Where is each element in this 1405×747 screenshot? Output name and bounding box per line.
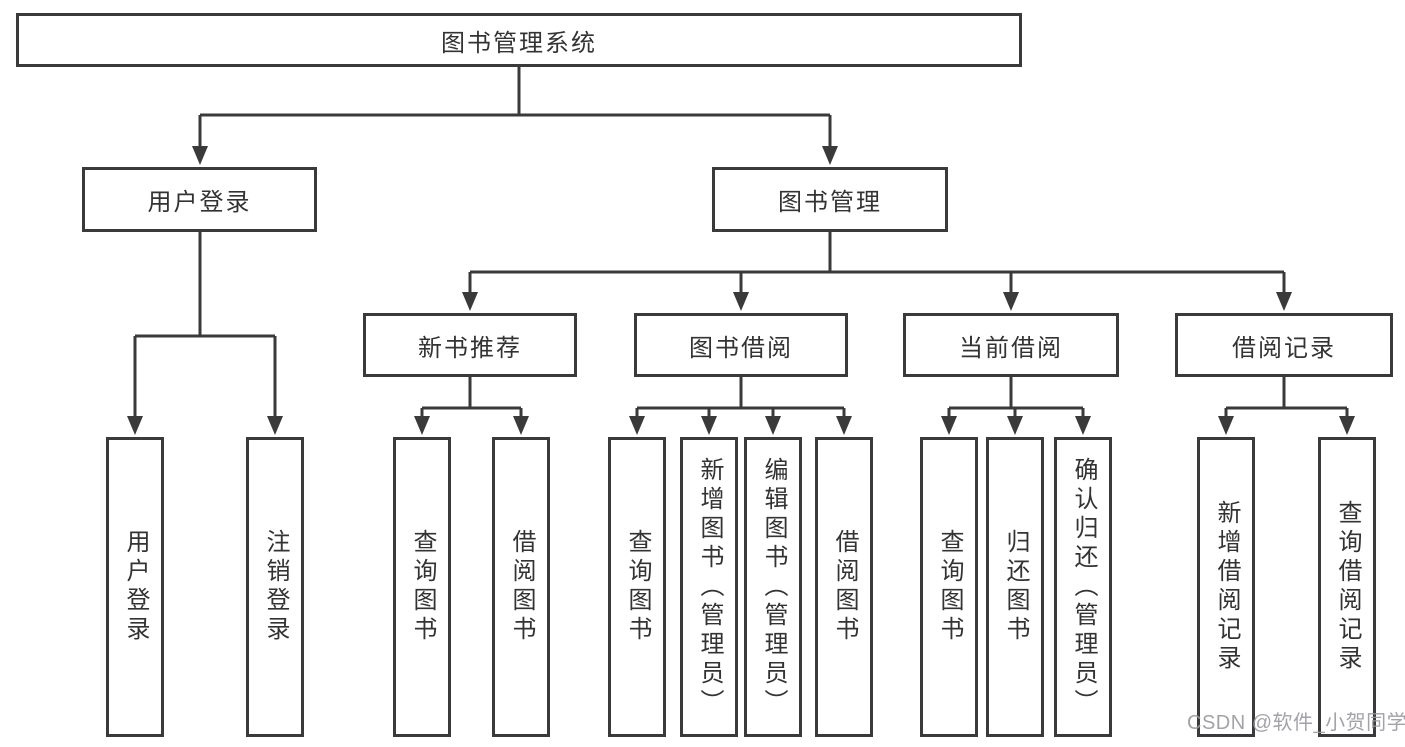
arrow-down-icon (414, 416, 430, 435)
leaf-borrow-book-label: 借阅图书 (831, 529, 858, 645)
node-new-book-recommend: 新书推荐 (363, 313, 577, 377)
node-borrow-record: 借阅记录 (1175, 313, 1393, 377)
leaf-user-login-label: 用户登录 (122, 529, 149, 645)
leaf-user-login: 用户登录 (106, 437, 164, 737)
leaf-add-book-admin: 新增图书（管理员） (680, 437, 738, 737)
arrow-down-icon (127, 416, 143, 435)
arrow-down-icon (1003, 292, 1019, 311)
leaf-logout-label: 注销登录 (262, 529, 289, 645)
leaf-borrow-book-recommend-label: 借阅图书 (508, 529, 535, 645)
node-borrow-record-label: 借阅记录 (1232, 334, 1336, 362)
node-current-borrow: 当前借阅 (903, 313, 1119, 377)
leaf-logout: 注销登录 (246, 437, 304, 737)
leaf-add-book-admin-label: 新增图书（管理员） (696, 456, 723, 718)
leaf-query-borrow-record: 查询借阅记录 (1318, 437, 1376, 737)
arrow-down-icon (513, 416, 529, 435)
node-new-book-recommend-label: 新书推荐 (418, 334, 522, 362)
leaf-query-borrow-record-label: 查询借阅记录 (1334, 500, 1361, 674)
leaf-add-borrow-record-label: 新增借阅记录 (1213, 500, 1240, 674)
leaf-query-book-recommend-label: 查询图书 (409, 529, 436, 645)
leaf-edit-book-admin-label: 编辑图书（管理员） (760, 456, 787, 718)
leaf-query-book-current: 查询图书 (920, 437, 978, 737)
node-book-borrow-label: 图书借阅 (689, 334, 793, 362)
leaf-confirm-return-admin: 确认归还（管理员） (1054, 437, 1112, 737)
arrow-down-icon (836, 416, 852, 435)
arrow-down-icon (822, 146, 838, 165)
node-book-borrow: 图书借阅 (634, 313, 848, 377)
arrow-down-icon (629, 416, 645, 435)
arrow-down-icon (1007, 416, 1023, 435)
node-user-login-label: 用户登录 (147, 189, 252, 216)
arrow-down-icon (1218, 416, 1234, 435)
connector-lines (133, 67, 1349, 423)
leaf-confirm-return-admin-label: 确认归还（管理员） (1070, 456, 1097, 718)
watermark: CSDN @软件_小贺同学 (1187, 712, 1405, 734)
arrow-down-icon (267, 416, 283, 435)
arrow-down-icon (941, 416, 957, 435)
leaf-borrow-book: 借阅图书 (815, 437, 873, 737)
leaf-return-book: 归还图书 (986, 437, 1044, 737)
leaf-query-book-borrow: 查询图书 (608, 437, 666, 737)
arrow-down-icon (765, 416, 781, 435)
leaf-query-book-recommend: 查询图书 (393, 437, 451, 737)
arrow-down-icon (701, 416, 717, 435)
leaf-edit-book-admin: 编辑图书（管理员） (744, 437, 802, 737)
leaf-return-book-label: 归还图书 (1002, 529, 1029, 645)
node-library-system-label: 图书管理系统 (441, 29, 597, 57)
arrow-down-icon (1075, 416, 1091, 435)
node-current-borrow-label: 当前借阅 (959, 334, 1063, 362)
node-library-system: 图书管理系统 (16, 13, 1022, 67)
arrow-down-icon (1276, 292, 1292, 311)
leaf-add-borrow-record: 新增借阅记录 (1197, 437, 1255, 737)
arrow-down-icon (462, 292, 478, 311)
arrow-down-icon (733, 292, 749, 311)
arrowhead-icons (127, 146, 1355, 435)
leaf-query-book-borrow-label: 查询图书 (624, 529, 651, 645)
node-user-login: 用户登录 (82, 167, 317, 232)
arrow-down-icon (192, 146, 208, 165)
arrow-down-icon (1339, 416, 1355, 435)
leaf-query-book-current-label: 查询图书 (936, 529, 963, 645)
node-book-management-label: 图书管理 (778, 189, 882, 216)
leaf-borrow-book-recommend: 借阅图书 (492, 437, 550, 737)
node-book-management: 图书管理 (712, 167, 948, 232)
